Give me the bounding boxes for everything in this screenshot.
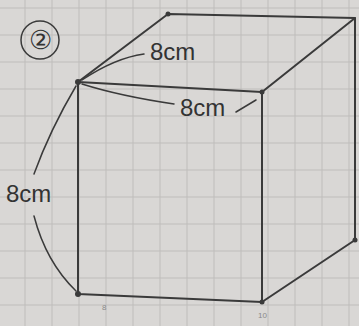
figure-number: ②: [29, 27, 52, 53]
front-face: [78, 82, 262, 302]
leader-lines: [34, 54, 256, 291]
dimension-label: 8cm: [6, 182, 51, 206]
grid-number: 10: [258, 312, 267, 320]
side-edge: [262, 18, 355, 92]
grid-number: 8: [102, 304, 106, 312]
vertex-dots: [75, 12, 358, 305]
circle-mark: [21, 21, 59, 59]
cube-edges: [78, 14, 355, 302]
dimension-label: 8cm: [180, 96, 225, 120]
back-edges: [78, 14, 355, 302]
dimension-label: 8cm: [150, 40, 195, 64]
